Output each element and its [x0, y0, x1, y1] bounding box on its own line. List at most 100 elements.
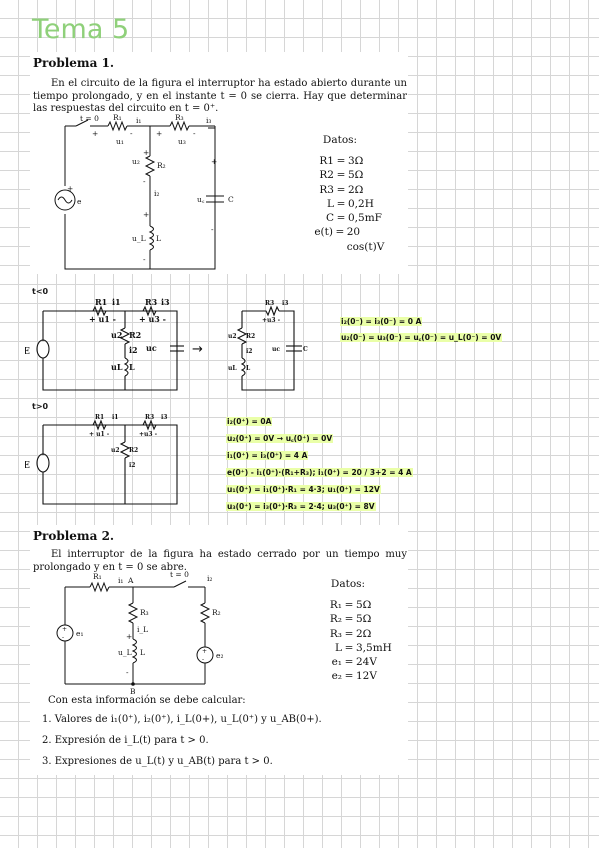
svg-text:+u3 -: +u3 - [139, 431, 158, 438]
p1-i1-label: i₁ [136, 116, 141, 125]
problem1-dato: L=0,2H [327, 197, 374, 210]
sketch-before-circuit: E R1 i1 R3 i3 + u1 - + u3 - u2 R2 i2 uc … [25, 297, 184, 391]
problem2-datos: Datos: R₁=5Ω R₂=5Ω R₃=2Ω L=3,5mH e₁=24V … [288, 578, 408, 684]
p1-u2-label: u₂ [132, 157, 140, 166]
problem2-datos-title: Datos: [330, 578, 366, 590]
svg-text:+ u3 -: + u3 - [139, 314, 166, 324]
arrow-icon: → [192, 342, 203, 357]
svg-text:-: - [130, 129, 133, 138]
svg-text:-: - [211, 225, 214, 234]
sketch-e-label: E [25, 347, 30, 357]
svg-text:i2: i2 [129, 345, 138, 355]
p1-l-label: L [156, 234, 161, 243]
problem1-heading: Problema 1. [33, 56, 115, 70]
svg-text:u2: u2 [228, 333, 237, 340]
p1-u3-label: u₃ [178, 137, 186, 146]
svg-text:+: + [156, 129, 162, 138]
p2-r2-label: R₂ [212, 608, 221, 617]
svg-text:i3: i3 [282, 300, 288, 307]
svg-text:i1: i1 [112, 414, 118, 421]
note-after-6: u₃(0⁺) = i₃(0⁺)·R₃ = 2·4; u₃(0⁺) = 8V [226, 502, 376, 511]
p2-switch-label: t = 0 [170, 570, 189, 579]
svg-text:i3: i3 [161, 414, 167, 421]
svg-text:-: - [62, 634, 64, 641]
p2-i1-label: i₁ [118, 576, 123, 585]
problem1-datos: Datos: R1=3Ω R2=5Ω R3=2Ω L=0,2H C=0,5mF … [280, 134, 400, 253]
svg-text:+: + [211, 157, 217, 166]
svg-text:L: L [129, 362, 135, 372]
svg-text:E: E [25, 461, 30, 471]
p1-u1-label: u₁ [116, 137, 124, 146]
problem2-intro: Con esta información se debe calcular: [48, 695, 246, 706]
p1-c-label: C [228, 195, 234, 204]
p2-r3-label: R₃ [140, 608, 149, 617]
problem1-text: En el circuito de la figura el interrupt… [33, 78, 407, 114]
svg-text:-: - [126, 668, 129, 677]
problem1-dato: e(t)=20 cos(t)V [314, 226, 385, 253]
problem2-dato: R₂=5Ω [329, 613, 372, 626]
svg-text:L: L [246, 365, 251, 372]
svg-text:i3: i3 [161, 297, 170, 307]
p2-l-label: L [140, 648, 145, 657]
problem2-dato: R₃=2Ω [329, 627, 372, 640]
problem2-dato: e₂=12V [331, 670, 377, 683]
svg-text:-: - [202, 656, 204, 663]
problem1-card: Problema 1. En el circuito de la figura … [30, 52, 408, 274]
p1-r3-label: R₃ [175, 114, 184, 122]
problem1-datos-title: Datos: [322, 134, 358, 146]
p2-a-label: A [127, 576, 134, 585]
problem1-dato: R2=5Ω [319, 169, 364, 182]
problem2-card: Problema 2. El interruptor de la figura … [30, 525, 408, 775]
note-after-3: i₁(0⁺) = i₃(0⁺) = 4 A [226, 451, 309, 460]
p2-ul-label: u_L [118, 648, 132, 657]
svg-text:i2: i2 [246, 348, 252, 355]
problem1-dato: C=0,5mF [325, 212, 382, 225]
question-item: 2. Expresión de i_L(t) para t > 0. [42, 735, 209, 746]
svg-text:i1: i1 [112, 297, 121, 307]
problem2-dato: e₁=24V [331, 656, 377, 669]
svg-text:+: + [143, 148, 149, 157]
svg-text:R3: R3 [145, 297, 158, 307]
svg-text:u2: u2 [111, 447, 120, 454]
note-before-1: i₂(0⁻) = i₃(0⁻) = 0 A [340, 317, 423, 326]
problem2-dato: L=3,5mH [335, 641, 392, 654]
svg-text:+: + [202, 648, 207, 655]
svg-text:+: + [67, 184, 73, 193]
svg-text:+u3 -: +u3 - [262, 317, 281, 324]
svg-text:u2: u2 [111, 330, 122, 340]
svg-text:R2: R2 [246, 333, 255, 340]
label-after: t>0 [32, 402, 49, 411]
p1-i2-label: i₂ [154, 189, 159, 198]
svg-text:-: - [143, 177, 146, 186]
svg-text:+ u1 -: + u1 - [89, 314, 116, 324]
p1-r2-label: R₂ [157, 161, 166, 170]
p2-r1-label: R₁ [93, 572, 102, 581]
note-after-4: e(0⁺) - i₁(0⁺)·(R₁+R₃); i₁(0⁺) = 20 / 3+… [226, 468, 413, 477]
svg-text:uc: uc [146, 343, 157, 353]
problem1-dato: R1=3Ω [319, 155, 364, 167]
note-after-5: u₁(0⁺) = i₁(0⁺)·R₁ = 4·3; u₁(0⁺) = 12V [226, 485, 381, 494]
p1-i3-label: i₃ [206, 116, 211, 125]
svg-text:+: + [92, 129, 98, 138]
note-after-2: u₂(0⁺) = 0V → u꜀(0⁺) = 0V [226, 434, 334, 443]
p1-switch-label: t = 0 [80, 114, 99, 123]
svg-text:uL: uL [111, 362, 123, 372]
problem2-questions: 1. Valores de i₁(0⁺), i₂(0⁺), i_L(0+), u… [42, 709, 322, 772]
problem2-text: El interruptor de la figura ha estado ce… [33, 549, 407, 573]
p2-b-label: B [130, 687, 136, 695]
p2-i2-label: i₂ [207, 574, 212, 583]
svg-text:i2: i2 [129, 462, 135, 469]
p2-e2-label: e₂ [216, 651, 223, 660]
svg-text:R1: R1 [95, 297, 107, 307]
question-item: 1. Valores de i₁(0⁺), i₂(0⁺), i_L(0+), u… [42, 714, 322, 725]
svg-text:R3: R3 [145, 414, 154, 421]
svg-text:-: - [193, 129, 196, 138]
note-after-1: i₂(0⁺) = 0A [226, 417, 273, 426]
p2-il-label: i_L [137, 625, 148, 634]
svg-text:+: + [126, 632, 132, 641]
svg-text:uL: uL [228, 365, 237, 372]
p2-e1-label: e₁ [76, 629, 83, 638]
p1-r1-label: R₁ [113, 114, 122, 122]
